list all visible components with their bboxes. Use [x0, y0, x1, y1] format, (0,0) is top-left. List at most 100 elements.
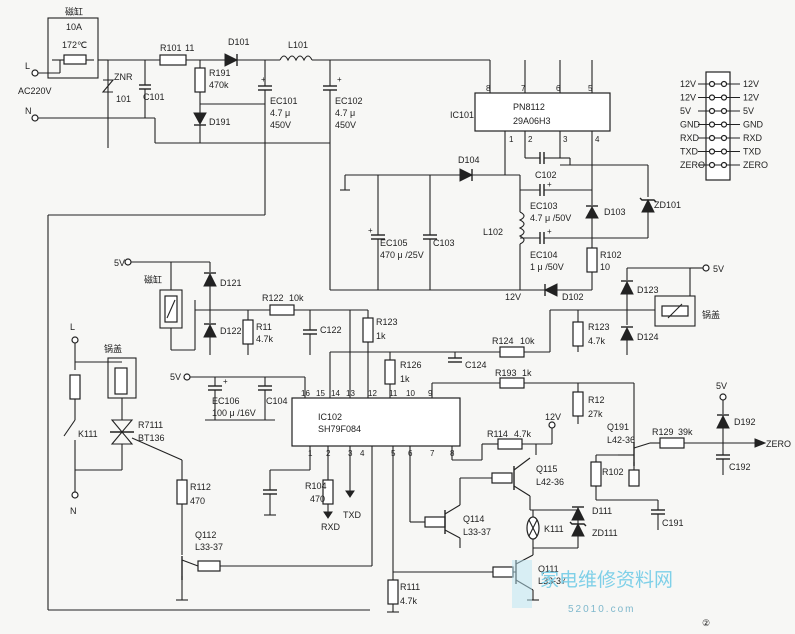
svg-text:R101: R101 [160, 43, 182, 53]
svg-text:470 μ /25V: 470 μ /25V [380, 250, 424, 260]
r193-resistor [499, 377, 525, 389]
rxd-arrow [323, 511, 333, 519]
watermark: 家电维修资料网 52010.com ② [512, 560, 710, 628]
mcu-pin-label: 12 [368, 389, 377, 398]
l102-inductor [518, 211, 525, 245]
svg-text:4.7k: 4.7k [256, 334, 274, 344]
d124-diode [620, 326, 634, 341]
q115-transistor: Q115 L42-36 [513, 457, 564, 510]
svg-text:R126: R126 [400, 360, 422, 370]
svg-text:RXD: RXD [321, 522, 341, 532]
r102-smps-resistor [586, 247, 598, 273]
svg-text:450V: 450V [335, 120, 356, 130]
svg-text:家电维修资料网: 家电维修资料网 [540, 569, 673, 591]
svg-text:D102: D102 [562, 292, 584, 302]
svg-text:172℃: 172℃ [62, 40, 87, 50]
d101-diode [224, 53, 239, 67]
svg-text:L: L [25, 61, 30, 71]
svg-text:ZERO: ZERO [766, 439, 791, 449]
svg-text:L42-36: L42-36 [536, 477, 564, 487]
l101-inductor [279, 55, 313, 62]
connector-right-label: TXD [743, 147, 762, 157]
svg-text:27k: 27k [588, 409, 603, 419]
svg-text:5V: 5V [716, 381, 727, 391]
svg-text:L33-37: L33-37 [463, 527, 491, 537]
svg-text:R123: R123 [376, 317, 398, 327]
svg-text:C101: C101 [143, 92, 165, 102]
svg-text:11: 11 [185, 43, 194, 53]
heater-element [69, 374, 81, 400]
svg-text:R7111: R7111 [138, 420, 163, 430]
svg-text:SH79F084: SH79F084 [318, 424, 361, 434]
svg-text:1k: 1k [400, 374, 410, 384]
d192-diode [716, 414, 730, 429]
svg-text:+: + [547, 180, 552, 189]
svg-text:R114: R114 [487, 429, 508, 439]
connector-left-label: 12V [680, 79, 696, 89]
txd-arrow [345, 490, 355, 498]
q114-transistor: Q114 L33-37 [444, 478, 491, 548]
r123a-resistor [362, 317, 374, 343]
d121-diode [203, 272, 217, 287]
svg-text:52010.com: 52010.com [568, 604, 635, 615]
r101-resistor [159, 54, 187, 66]
svg-text:Q114: Q114 [463, 514, 484, 524]
svg-text:+: + [261, 75, 266, 84]
r122-resistor [269, 304, 295, 316]
svg-text:C124: C124 [465, 360, 487, 370]
svg-text:6: 6 [556, 84, 561, 93]
d103-diode [585, 205, 599, 219]
svg-text:470k: 470k [209, 80, 229, 90]
svg-text:29A06H3: 29A06H3 [513, 116, 551, 126]
connector-right-label: ZERO [743, 160, 768, 170]
svg-text:BT136: BT136 [138, 433, 165, 443]
svg-text:锅盖: 锅盖 [104, 343, 122, 354]
k111-contact [63, 419, 76, 437]
svg-text:R124: R124 [492, 336, 514, 346]
svg-text:ZD111: ZD111 [592, 528, 618, 538]
r112-resistor [176, 479, 188, 505]
svg-text:磁缸: 磁缸 [144, 274, 162, 285]
svg-text:C104: C104 [266, 396, 288, 406]
svg-text:10k: 10k [520, 336, 535, 346]
svg-text:450V: 450V [270, 120, 291, 130]
svg-text:10: 10 [600, 262, 610, 272]
lid-sensor-left: 锅盖 [75, 343, 137, 410]
r126-resistor [384, 359, 396, 385]
svg-text:TXD: TXD [343, 510, 362, 520]
svg-text:ZNR: ZNR [114, 72, 133, 82]
r123b-resistor [572, 321, 584, 347]
connector-left-label: GND [680, 120, 701, 130]
svg-text:Q115: Q115 [536, 464, 557, 474]
svg-text:5V: 5V [713, 264, 724, 274]
svg-text:1 μ /50V: 1 μ /50V [530, 262, 564, 272]
svg-text:锅盖: 锅盖 [702, 309, 720, 320]
znr-varistor [101, 79, 115, 93]
connector-right-label: 12V [743, 79, 759, 89]
q112-transistor: Q112 L33-37 [176, 530, 223, 601]
fuse-box: 磁缸 10A 172℃ [47, 6, 108, 79]
svg-text:C192: C192 [729, 462, 751, 472]
svg-text:D101: D101 [228, 37, 250, 47]
svg-text:Q191: Q191 [607, 422, 629, 432]
mcu-pin-label: 16 [301, 389, 310, 398]
svg-text:D103: D103 [604, 207, 626, 217]
svg-text:IC101: IC101 [450, 110, 474, 120]
svg-text:R11: R11 [256, 322, 272, 332]
d123-diode [620, 280, 634, 295]
svg-text:2: 2 [528, 135, 533, 144]
svg-text:②: ② [702, 618, 710, 628]
svg-text:L101: L101 [288, 40, 308, 50]
svg-text:470: 470 [190, 496, 205, 506]
mains-input: L AC220V N [18, 61, 155, 122]
svg-text:4.7k: 4.7k [588, 336, 606, 346]
svg-text:AC220V: AC220V [18, 86, 52, 96]
d122-diode [203, 323, 217, 338]
svg-text:D122: D122 [220, 326, 242, 336]
svg-text:3: 3 [563, 135, 568, 144]
